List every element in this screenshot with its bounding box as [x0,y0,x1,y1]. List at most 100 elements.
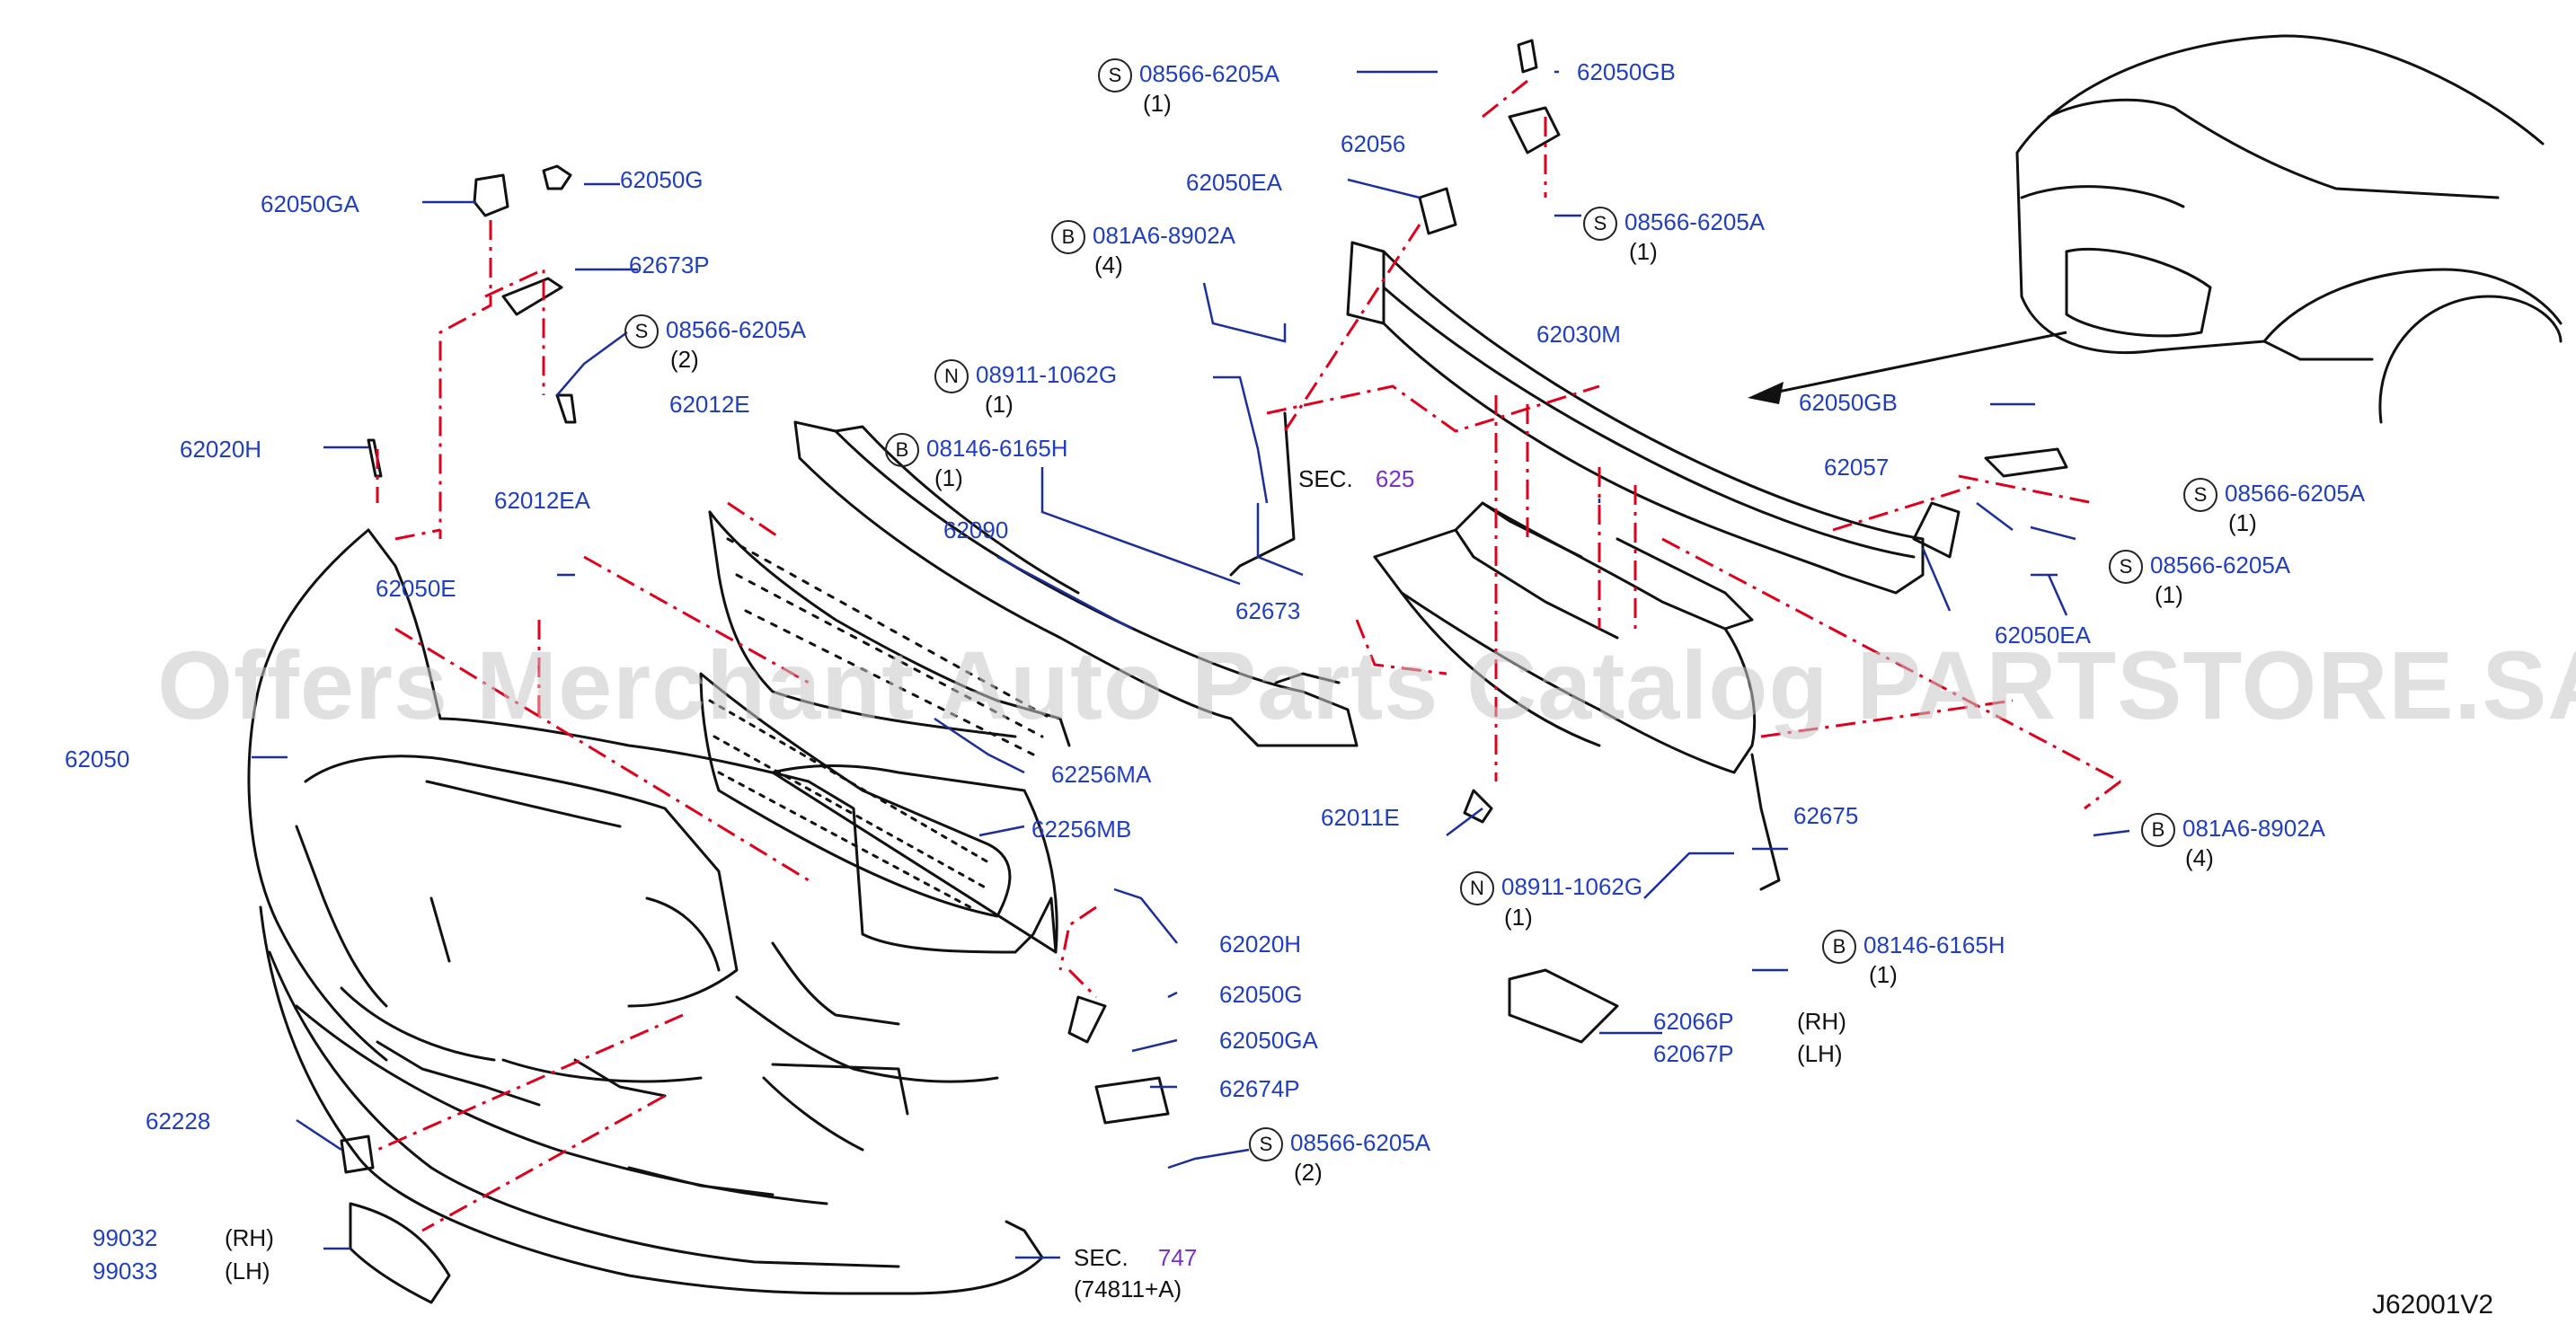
label-99032[interactable]: 99032 [93,1224,158,1251]
qty-08566-right-2: (1) [2155,581,2183,608]
qty-08566-center: (2) [1294,1159,1323,1186]
badge-n: N [934,359,969,393]
qty-08911-top: (1) [985,391,1014,418]
badge-s: S [1583,207,1617,241]
label-62256MB[interactable]: 62256MB [1031,816,1132,843]
part-code: 08911-1062G [976,360,1118,388]
part-code: 08146-6165H [1863,931,2005,958]
side-lh-99033: (LH) [225,1258,270,1284]
qty-08566-mid: (1) [1629,238,1658,265]
label-62675[interactable]: 62675 [1793,802,1859,829]
badge-s: S [2183,478,2217,512]
diagram-code: J62001V2 [2372,1290,2494,1320]
part-code: 08146-6165H [926,434,1068,462]
label-62011E[interactable]: 62011E [1321,804,1400,831]
sec-prefix: SEC. [1298,465,1353,492]
label-08566-right-2[interactable]: S 08566-6205A [2109,550,2290,584]
qty-08146-top: (1) [934,464,963,491]
label-62050GB-top[interactable]: 62050GB [1577,58,1676,85]
label-62056[interactable]: 62056 [1341,130,1406,157]
section-ref-625[interactable]: SEC. 625 [1298,465,1414,492]
side-rh-99032: (RH) [225,1224,274,1251]
label-62020H-left[interactable]: 62020H [180,436,262,463]
part-code: 081A6-8902A [1093,221,1236,249]
direction-arrow [1748,331,2067,404]
part-code: 08566-6205A [666,315,807,343]
label-62012E[interactable]: 62012E [669,391,750,418]
sec-prefix: SEC. [1074,1244,1129,1271]
vehicle-outline [2015,34,2563,424]
label-62050G-center[interactable]: 62050G [1219,981,1303,1008]
label-62067P[interactable]: 62067P [1653,1040,1734,1067]
part-code: 08566-6205A [2225,479,2366,507]
qty-08566-right-1: (1) [2228,509,2257,536]
label-62050GB-right[interactable]: 62050GB [1799,389,1898,416]
label-62057[interactable]: 62057 [1824,454,1890,481]
label-62050EA-top[interactable]: 62050EA [1186,169,1282,196]
part-code: 081A6-8902A [2182,814,2326,842]
label-62066P[interactable]: 62066P [1653,1008,1734,1035]
bumper-cover [247,528,1058,1152]
part-code: 08566-6205A [1624,207,1766,235]
guide-lines [376,79,2121,1232]
label-99033[interactable]: 99033 [93,1258,158,1284]
label-62030M[interactable]: 62030M [1536,321,1621,348]
label-62050EA-right[interactable]: 62050EA [1995,622,2091,649]
label-62050GA-left[interactable]: 62050GA [261,190,359,217]
watermark: Offers Merchant Auto Parts Catalog PARTS… [157,631,2576,739]
side-lh-62067P: (LH) [1797,1040,1843,1067]
badge-b: B [885,433,919,467]
mesh-62256MB [699,672,1012,918]
fasteners [340,39,2068,1304]
sec-number: 747 [1157,1244,1198,1271]
part-code: 08911-1062G [1501,872,1643,900]
label-62256MA[interactable]: 62256MA [1051,761,1152,788]
lower-mount-bracket [1373,501,1757,774]
label-62050[interactable]: 62050 [65,746,130,772]
badge-s: S [624,314,659,349]
qty-08566-top: (1) [1143,90,1172,117]
label-081A6-top[interactable]: B 081A6-8902A [1051,220,1235,254]
qty-081A6-right: (4) [2185,844,2214,871]
label-62020H-center[interactable]: 62020H [1219,931,1302,958]
part-code: 08566-6205A [1290,1128,1431,1156]
label-62090[interactable]: 62090 [943,516,1009,543]
badge-b: B [1051,220,1085,254]
label-62228[interactable]: 62228 [146,1108,211,1134]
section-ref-747-sub: (74811+A) [1074,1276,1182,1302]
label-62050G-left[interactable]: 62050G [620,166,704,193]
lower-lip-spoiler [259,905,1044,1295]
qty-08911-bottom: (1) [1504,904,1533,931]
badge-b: B [1822,930,1856,964]
badge-s: S [1249,1127,1283,1161]
label-62673[interactable]: 62673 [1235,597,1301,624]
badge-s: S [2109,550,2143,584]
section-ref-747[interactable]: SEC. 747 [1074,1244,1197,1271]
label-62673P[interactable]: 62673P [629,252,710,278]
label-08566-right-1[interactable]: S 08566-6205A [2183,478,2365,512]
qty-081A6-top: (4) [1094,252,1123,278]
label-62050E[interactable]: 62050E [376,575,456,602]
side-rh-62066P: (RH) [1797,1008,1846,1035]
badge-s: S [1098,58,1132,93]
label-62674P[interactable]: 62674P [1219,1075,1300,1102]
part-code: 08566-6205A [1139,59,1280,87]
label-62050GA-center[interactable]: 62050GA [1219,1027,1318,1054]
part-code: 08566-6205A [2150,551,2291,578]
reinforcement-beam-62030M [1346,241,1925,595]
sec-number: 625 [1375,465,1415,492]
label-08146-bottom[interactable]: B 08146-6165H [1822,930,2005,964]
qty-08566-left: (2) [670,346,699,373]
label-62012EA[interactable]: 62012EA [494,487,590,514]
badge-n: N [1460,871,1494,905]
